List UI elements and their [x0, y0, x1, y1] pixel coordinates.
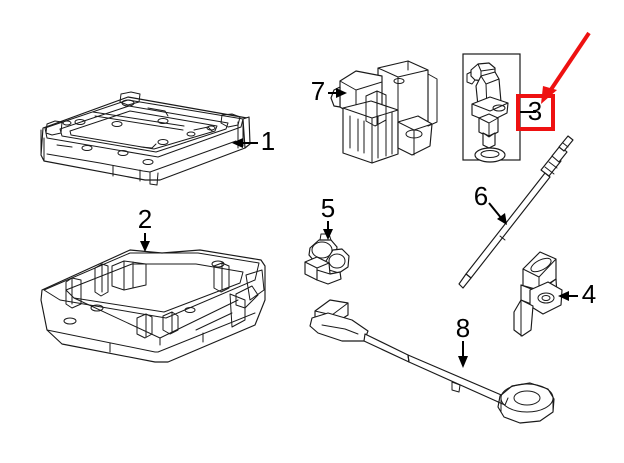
- part-2-engine-control-module-housing[interactable]: [40, 249, 266, 363]
- callout-label-7[interactable]: 7: [311, 76, 325, 106]
- part-3-camshaft-position-sensor[interactable]: [466, 62, 509, 163]
- callout-leader-4: [558, 291, 578, 301]
- callout-label-8[interactable]: 8: [456, 313, 470, 343]
- part-4-crankshaft-position-sensor[interactable]: [513, 251, 563, 337]
- part-1-engine-control-module-cover[interactable]: [40, 91, 251, 186]
- callout-leader-7: [328, 88, 347, 98]
- part-5-coolant-temperature-sensor[interactable]: [304, 233, 350, 285]
- callout-label-3[interactable]: 3: [528, 96, 542, 126]
- part-7-ignition-coil[interactable]: [330, 60, 438, 164]
- callout-leader-2: [140, 233, 150, 252]
- callout-leader-1: [232, 138, 258, 148]
- callout-leader-8: [458, 341, 468, 368]
- highlight-arrow: [541, 31, 591, 104]
- callout-leader-6: [488, 202, 507, 225]
- callout-leader-5: [323, 221, 333, 240]
- callout-label-2[interactable]: 2: [138, 204, 152, 234]
- callout-label-5[interactable]: 5: [321, 193, 335, 223]
- callout-label-6[interactable]: 6: [474, 181, 488, 211]
- callout-label-4[interactable]: 4: [582, 279, 596, 309]
- callout-label-1[interactable]: 1: [261, 126, 275, 156]
- part-8-knock-sensor-harness[interactable]: [309, 299, 555, 424]
- part-6-glow-plug[interactable]: [458, 135, 574, 289]
- highlight-box-callout-3: [516, 94, 555, 131]
